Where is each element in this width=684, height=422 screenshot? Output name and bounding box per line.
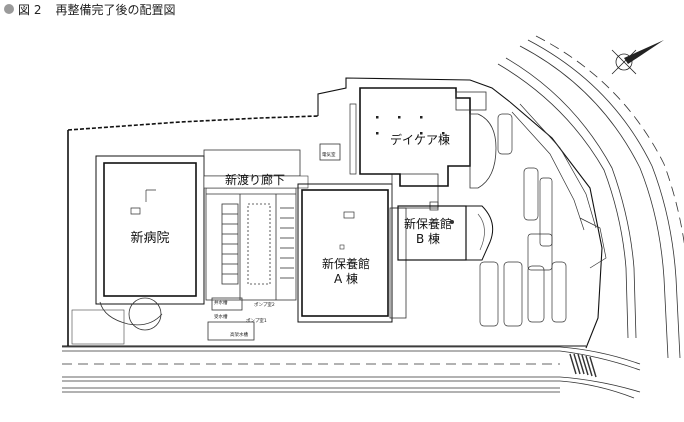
label-daycare: デイケア棟 <box>390 132 450 147</box>
small-structure-denki <box>319 143 341 161</box>
corridor-band <box>203 175 309 189</box>
label-hoyokan-b-line1: 新保養館 <box>404 216 452 231</box>
site-plan: ポンプ室1 ポンプ室2 受水槽 井水槽 電気室 高架水槽 新病院 新渡り廊下 新… <box>62 35 684 399</box>
label-water-tank: 受水槽 <box>214 313 228 320</box>
site-boundary <box>62 77 603 349</box>
label-new-corridor: 新渡り廊下 <box>225 172 285 187</box>
building-corridor <box>203 149 301 341</box>
figure-title: 図 2 再整備完了後の配置図 <box>4 1 175 17</box>
figure-caption: 再整備完了後の配置図 <box>55 2 176 17</box>
building-hoyokan-a <box>297 183 393 323</box>
crosswalk <box>569 353 597 378</box>
label-hoyokan-b-line2: B 棟 <box>416 231 440 246</box>
label-pump-room-2: ポンプ室2 <box>254 301 275 308</box>
parking-lots <box>479 103 607 327</box>
label-cistern: 井水槽 <box>214 299 228 306</box>
label-denki: 電気室 <box>322 151 336 158</box>
title-bullet-icon <box>4 4 14 14</box>
road-right <box>497 35 684 359</box>
label-pump-room-1: ポンプ室1 <box>246 317 267 324</box>
building-daycare <box>349 87 497 189</box>
label-hoyokan-a-line2: A 棟 <box>334 271 358 286</box>
north-arrow-icon <box>611 40 664 75</box>
label-hoyokan-a-line1: 新保養館 <box>322 256 370 271</box>
road-bottom <box>62 346 641 399</box>
building-hoyokan-b <box>397 205 494 261</box>
label-new-hospital: 新病院 <box>130 230 169 246</box>
figure-number: 図 2 <box>18 2 42 17</box>
building-new-hospital <box>71 155 205 345</box>
label-hyosei: 高架水槽 <box>230 331 248 338</box>
connector-ab <box>389 173 439 319</box>
